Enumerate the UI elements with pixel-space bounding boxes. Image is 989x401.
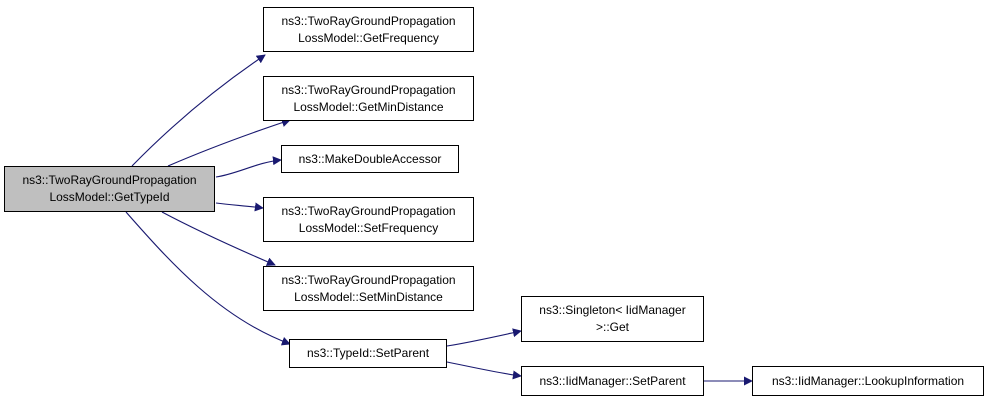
node-set-frequency[interactable]: ns3::TwoRayGroundPropagation LossModel::… xyxy=(263,197,474,242)
node-line-1: ns3::TypeId::SetParent xyxy=(306,346,430,360)
node-get-frequency[interactable]: ns3::TwoRayGroundPropagation LossModel::… xyxy=(263,7,474,52)
node-line-2: LossModel::SetMinDistance xyxy=(294,289,443,304)
node-line-1: ns3::Singleton< IidManager xyxy=(539,303,686,317)
edge-typeid-set-parent-to-iidmanager-set-parent xyxy=(446,361,522,380)
node-get-min-distance[interactable]: ns3::TwoRayGroundPropagation LossModel::… xyxy=(263,76,474,121)
edge-root-to-get-frequency xyxy=(131,54,266,167)
node-line-2: LossModel::GetTypeId xyxy=(49,190,170,204)
node-iidmanager-set-parent[interactable]: ns3::IidManager::SetParent xyxy=(521,366,704,396)
node-iidmanager-lookup[interactable]: ns3::IidManager::LookupInformation xyxy=(752,366,984,396)
node-line-2: >::Get xyxy=(595,320,630,334)
node-line-1: ns3::TwoRayGroundPropagation xyxy=(281,203,456,218)
node-line-1: ns3::TwoRayGroundPropagation xyxy=(22,173,197,187)
edge-root-to-get-min-distance xyxy=(167,118,291,167)
edge-root-to-set-min-distance xyxy=(161,211,276,266)
node-root-get-typeid[interactable]: ns3::TwoRayGroundPropagation LossModel::… xyxy=(4,166,215,212)
node-line-2: LossModel::SetFrequency xyxy=(298,220,439,235)
node-set-min-distance[interactable]: ns3::TwoRayGroundPropagation LossModel::… xyxy=(263,266,474,311)
node-make-double-accessor[interactable]: ns3::MakeDoubleAccessor xyxy=(281,145,459,173)
node-line-1: ns3::MakeDoubleAccessor xyxy=(298,151,442,166)
edge-root-to-typeid-set-parent xyxy=(125,211,291,346)
node-line-1: ns3::IidManager::LookupInformation xyxy=(771,373,965,388)
node-line-1: ns3::TwoRayGroundPropagation xyxy=(281,13,456,28)
node-typeid-set-parent[interactable]: ns3::TypeId::SetParent xyxy=(289,339,447,368)
node-line-1: ns3::TwoRayGroundPropagation xyxy=(281,272,456,287)
edge-root-to-make-double-accessor xyxy=(215,156,282,178)
edge-typeid-set-parent-to-singleton-get xyxy=(446,328,522,347)
node-line-1: ns3::TwoRayGroundPropagation xyxy=(281,82,456,97)
node-line-2: LossModel::GetFrequency xyxy=(298,30,439,45)
node-line-1: ns3::IidManager::SetParent xyxy=(539,373,686,388)
node-line-2: LossModel::GetMinDistance xyxy=(293,99,444,114)
edge-root-to-set-frequency xyxy=(215,202,264,212)
node-singleton-get[interactable]: ns3::Singleton< IidManager >::Get xyxy=(521,296,704,342)
edge-group xyxy=(125,54,753,386)
